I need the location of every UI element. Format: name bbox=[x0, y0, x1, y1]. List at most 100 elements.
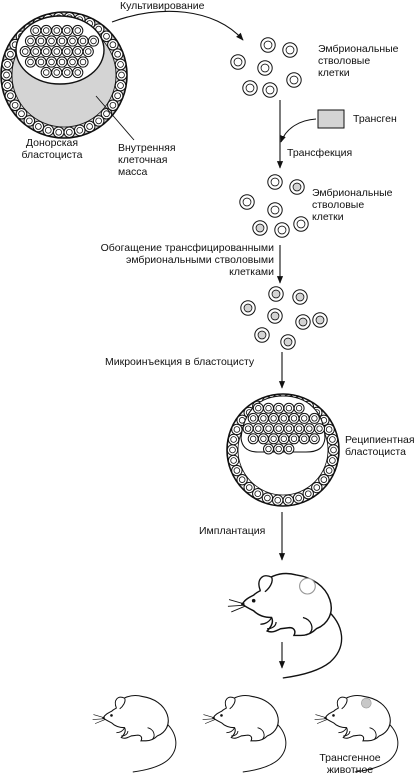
inner-mass-cell bbox=[273, 402, 285, 414]
trophoblast-cell bbox=[114, 58, 127, 71]
inner-mass-cell bbox=[298, 412, 310, 424]
trophoblast-cell bbox=[107, 38, 119, 51]
inner-mass-cell bbox=[77, 35, 89, 47]
inner-mass-cell bbox=[77, 56, 89, 68]
inner-mass-cell bbox=[273, 423, 285, 435]
transfected-es-cell bbox=[254, 327, 270, 343]
inner-mass-cell bbox=[303, 423, 315, 435]
label-recipient-blastocyst: Реципиентная бластоциста bbox=[345, 434, 415, 458]
inner-mass-cell bbox=[61, 45, 73, 58]
es-cell bbox=[239, 194, 255, 210]
inner-mass-cell bbox=[66, 56, 79, 68]
inner-mass-cell bbox=[268, 433, 280, 445]
trophoblast-cell bbox=[236, 473, 248, 486]
es-cell bbox=[267, 174, 283, 190]
inner-mass-cell bbox=[298, 433, 310, 445]
inner-mass-cell bbox=[263, 443, 274, 455]
trophoblast-cell bbox=[252, 488, 264, 500]
es-cell bbox=[289, 179, 305, 195]
trophoblast-cell bbox=[0, 69, 13, 81]
trophoblast-cell bbox=[311, 481, 323, 494]
trophoblast-cell bbox=[32, 120, 45, 133]
trophoblast-cell bbox=[63, 126, 76, 139]
trophoblast-cell bbox=[231, 464, 243, 477]
trophoblast-cell bbox=[92, 23, 105, 35]
inner-mass-cell bbox=[61, 66, 73, 79]
inner-mass-cell bbox=[35, 35, 47, 47]
label-microinjection: Микроинъекция в бластоцисту bbox=[105, 356, 255, 368]
inner-mass-cell bbox=[293, 402, 305, 414]
inner-mass-cell bbox=[293, 423, 305, 435]
trophoblast-cell bbox=[42, 124, 55, 137]
trophoblast-cell bbox=[243, 481, 255, 494]
inner-mass-cell bbox=[19, 45, 31, 58]
inner-mass-cell bbox=[278, 412, 290, 424]
trophoblast-cell bbox=[282, 494, 294, 506]
inner-mass-cell bbox=[51, 66, 63, 79]
inner-mass-cell bbox=[278, 433, 290, 445]
inner-mass-cell bbox=[263, 423, 274, 435]
inner-mass-cell bbox=[45, 56, 58, 68]
es-cell bbox=[286, 72, 302, 88]
transfected-es-cell bbox=[268, 286, 284, 302]
inner-mass-cell bbox=[283, 443, 295, 455]
trophoblast-cell bbox=[327, 444, 340, 456]
transgene-arrow bbox=[280, 118, 317, 143]
trophoblast-cell bbox=[92, 115, 105, 127]
trophoblast-cell bbox=[73, 124, 86, 137]
trophoblast-cell bbox=[52, 126, 65, 139]
recipient-inner-cell-mass-cells bbox=[242, 402, 325, 455]
trophoblast-cell bbox=[292, 492, 305, 504]
trophoblast-cell bbox=[15, 107, 28, 120]
trophoblast-cell bbox=[231, 423, 243, 436]
inner-mass-cell bbox=[40, 45, 52, 58]
inner-mass-cell bbox=[252, 402, 264, 414]
inner-mass-cell bbox=[283, 402, 295, 414]
inner-mass-cell bbox=[66, 35, 79, 47]
label-donor-blastocyst: Донорская бластоциста bbox=[21, 137, 83, 161]
trophoblast-cell bbox=[1, 58, 14, 71]
trophoblast-cell bbox=[107, 99, 119, 112]
label-transgenic-animal: Трансгенное животное bbox=[319, 752, 381, 776]
trophoblast-cell bbox=[23, 115, 36, 127]
trophoblast-cell bbox=[227, 454, 240, 467]
inner-mass-cell bbox=[263, 402, 274, 414]
label-es-cells-2: Эмбриональные стволовые клетки bbox=[312, 187, 393, 223]
inner-mass-cell bbox=[30, 45, 42, 58]
chimeric-mouse bbox=[227, 572, 343, 679]
es-cell bbox=[293, 216, 309, 232]
es-cells-cluster-2 bbox=[239, 174, 309, 238]
inner-mass-cell bbox=[308, 433, 320, 445]
inner-mass-cell bbox=[257, 433, 269, 445]
trophoblast-cell bbox=[4, 48, 17, 61]
inner-mass-cell bbox=[314, 423, 325, 435]
inner-mass-cell bbox=[268, 412, 280, 424]
inner-mass-cell bbox=[82, 45, 94, 58]
es-cell bbox=[252, 220, 268, 236]
label-es-cells-1: Эмбриональные стволовые клетки bbox=[318, 43, 399, 79]
trophoblast-cell bbox=[100, 30, 113, 43]
donor-blastocyst bbox=[0, 11, 135, 141]
inner-mass-cell bbox=[24, 35, 37, 47]
trophoblast-cell bbox=[227, 433, 240, 446]
transgene-box bbox=[317, 109, 345, 129]
inner-mass-cell bbox=[273, 443, 285, 455]
es-cell bbox=[242, 80, 258, 96]
trophoblast-cell bbox=[323, 464, 335, 477]
trophoblast-cell bbox=[111, 48, 124, 61]
inner-mass-cell bbox=[247, 412, 259, 424]
trophoblast-cell bbox=[318, 473, 330, 486]
label-cultivation: Культивирование bbox=[120, 0, 205, 12]
offspring-mouse-transgenic bbox=[314, 695, 399, 773]
inner-mass-cell bbox=[72, 24, 84, 37]
recipient-blastocyst bbox=[226, 393, 340, 507]
inner-mass-cell bbox=[242, 423, 254, 435]
transfected-es-cell bbox=[240, 300, 256, 316]
inner-mass-cell bbox=[252, 423, 264, 435]
inner-mass-cell bbox=[257, 412, 269, 424]
es-cell bbox=[257, 60, 273, 76]
trophoblast-cell bbox=[83, 120, 96, 133]
trophoblast-cell bbox=[226, 444, 239, 456]
transfected-es-cell bbox=[292, 289, 308, 305]
inner-mass-cell bbox=[283, 423, 295, 435]
